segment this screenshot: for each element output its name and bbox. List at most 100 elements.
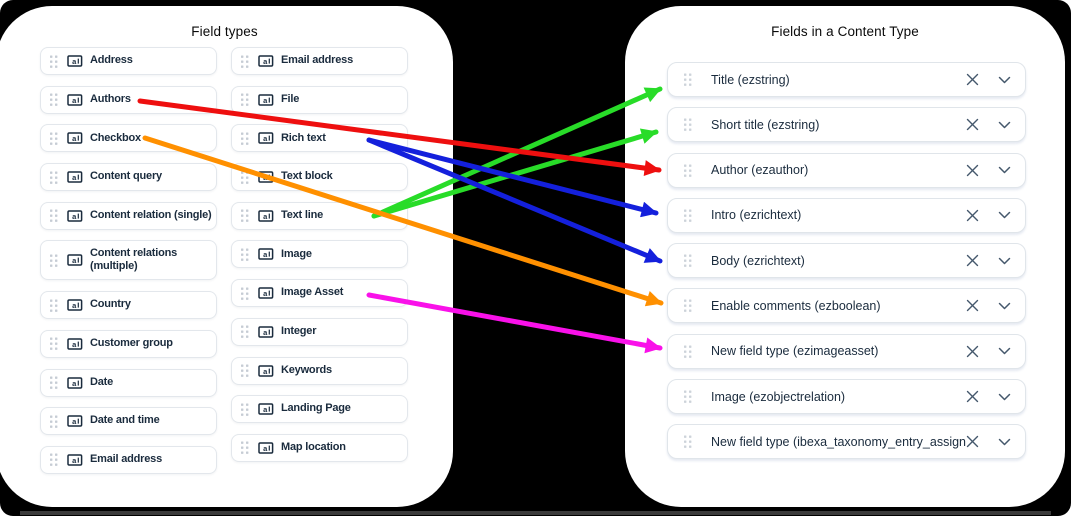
drag-handle-icon[interactable] bbox=[50, 254, 58, 267]
drag-handle-icon[interactable] bbox=[241, 364, 249, 377]
content-field-row[interactable]: Enable comments (ezboolean) bbox=[667, 288, 1026, 324]
content-field-row[interactable]: Author (ezauthor) bbox=[667, 152, 1026, 188]
field-type-label: Text block bbox=[281, 170, 333, 183]
drag-handle-icon[interactable] bbox=[684, 299, 692, 313]
drag-handle-icon[interactable] bbox=[50, 55, 58, 68]
drag-handle-icon[interactable] bbox=[241, 93, 249, 107]
field-type-icon: a bbox=[258, 287, 274, 299]
drag-handle-icon[interactable] bbox=[684, 73, 692, 86]
content-field-row[interactable]: New field type (ezimageasset) bbox=[667, 333, 1026, 369]
field-row-label: Short title (ezstring) bbox=[711, 117, 820, 132]
drag-handle-icon[interactable] bbox=[684, 390, 692, 403]
drag-handle-icon[interactable] bbox=[50, 132, 58, 145]
drag-handle-icon[interactable] bbox=[50, 376, 58, 389]
drag-handle-icon[interactable] bbox=[684, 345, 692, 358]
content-field-row[interactable]: Body (ezrichtext) bbox=[667, 243, 1026, 279]
field-type-card[interactable]: a Text block bbox=[231, 163, 408, 192]
field-type-icon: a bbox=[67, 454, 83, 466]
field-type-card[interactable]: a File bbox=[231, 85, 408, 114]
collapse-field-button[interactable] bbox=[998, 438, 1011, 446]
collapse-field-button[interactable] bbox=[998, 257, 1011, 265]
drag-handle-icon[interactable] bbox=[241, 287, 249, 300]
collapse-field-button[interactable] bbox=[998, 347, 1011, 355]
remove-field-button[interactable] bbox=[966, 345, 979, 358]
field-type-label: File bbox=[281, 92, 300, 105]
drag-handle-icon[interactable] bbox=[241, 132, 249, 145]
remove-field-button[interactable] bbox=[966, 435, 979, 448]
drag-handle-icon[interactable] bbox=[50, 337, 58, 351]
drag-handle-icon[interactable] bbox=[50, 299, 58, 312]
collapse-field-button[interactable] bbox=[998, 76, 1011, 84]
content-field-row[interactable]: Intro (ezrichtext) bbox=[667, 197, 1026, 233]
remove-field-button[interactable] bbox=[966, 209, 979, 222]
remove-field-button[interactable] bbox=[966, 299, 979, 312]
remove-field-button[interactable] bbox=[966, 390, 979, 403]
remove-field-button[interactable] bbox=[966, 164, 979, 177]
svg-text:a: a bbox=[263, 96, 268, 105]
collapse-field-button[interactable] bbox=[998, 121, 1011, 129]
svg-text:a: a bbox=[263, 367, 268, 376]
svg-text:a: a bbox=[72, 96, 77, 105]
remove-field-button[interactable] bbox=[966, 118, 979, 131]
drag-handle-icon[interactable] bbox=[241, 441, 249, 455]
content-field-row[interactable]: Short title (ezstring) bbox=[667, 107, 1026, 143]
collapse-field-button[interactable] bbox=[998, 211, 1011, 219]
field-type-icon: a bbox=[67, 210, 83, 222]
field-type-icon: a bbox=[67, 171, 83, 183]
drag-handle-icon[interactable] bbox=[684, 254, 692, 268]
content-field-row[interactable]: New field type (ibexa_taxonomy_entry_ass… bbox=[667, 424, 1026, 460]
drag-handle-icon[interactable] bbox=[50, 171, 58, 184]
content-field-row[interactable]: Image (ezobjectrelation) bbox=[667, 379, 1026, 415]
collapse-field-button[interactable] bbox=[998, 302, 1011, 310]
drag-handle-icon[interactable] bbox=[241, 55, 249, 68]
drag-handle-icon[interactable] bbox=[241, 209, 249, 223]
drag-handle-icon[interactable] bbox=[241, 248, 249, 261]
svg-text:a: a bbox=[72, 173, 77, 182]
drag-handle-icon[interactable] bbox=[241, 325, 249, 339]
collapse-field-button[interactable] bbox=[998, 393, 1011, 401]
field-type-icon: a bbox=[67, 93, 83, 106]
drag-handle-icon[interactable] bbox=[241, 403, 249, 416]
field-type-icon: a bbox=[258, 171, 274, 183]
drag-handle-icon[interactable] bbox=[684, 164, 692, 177]
drag-handle-icon[interactable] bbox=[684, 118, 692, 132]
field-row-label: Author (ezauthor) bbox=[711, 163, 809, 178]
drag-handle-icon[interactable] bbox=[684, 435, 692, 449]
drag-handle-icon[interactable] bbox=[50, 453, 58, 467]
field-type-label: Customer group bbox=[90, 336, 173, 349]
drag-handle-icon[interactable] bbox=[50, 93, 58, 107]
remove-field-button[interactable] bbox=[966, 73, 979, 86]
close-icon bbox=[966, 209, 979, 222]
drag-handle-icon[interactable] bbox=[50, 209, 58, 223]
drag-handle-icon[interactable] bbox=[50, 415, 58, 428]
remove-field-button[interactable] bbox=[966, 254, 979, 267]
drag-handle-icon[interactable] bbox=[241, 171, 249, 184]
collapse-field-button[interactable] bbox=[998, 166, 1011, 174]
svg-text:a: a bbox=[263, 250, 268, 259]
content-field-row[interactable]: Title (ezstring) bbox=[667, 62, 1026, 97]
drag-handle-icon[interactable] bbox=[684, 209, 692, 222]
field-type-icon: a bbox=[67, 299, 83, 311]
svg-text:a: a bbox=[263, 289, 268, 298]
